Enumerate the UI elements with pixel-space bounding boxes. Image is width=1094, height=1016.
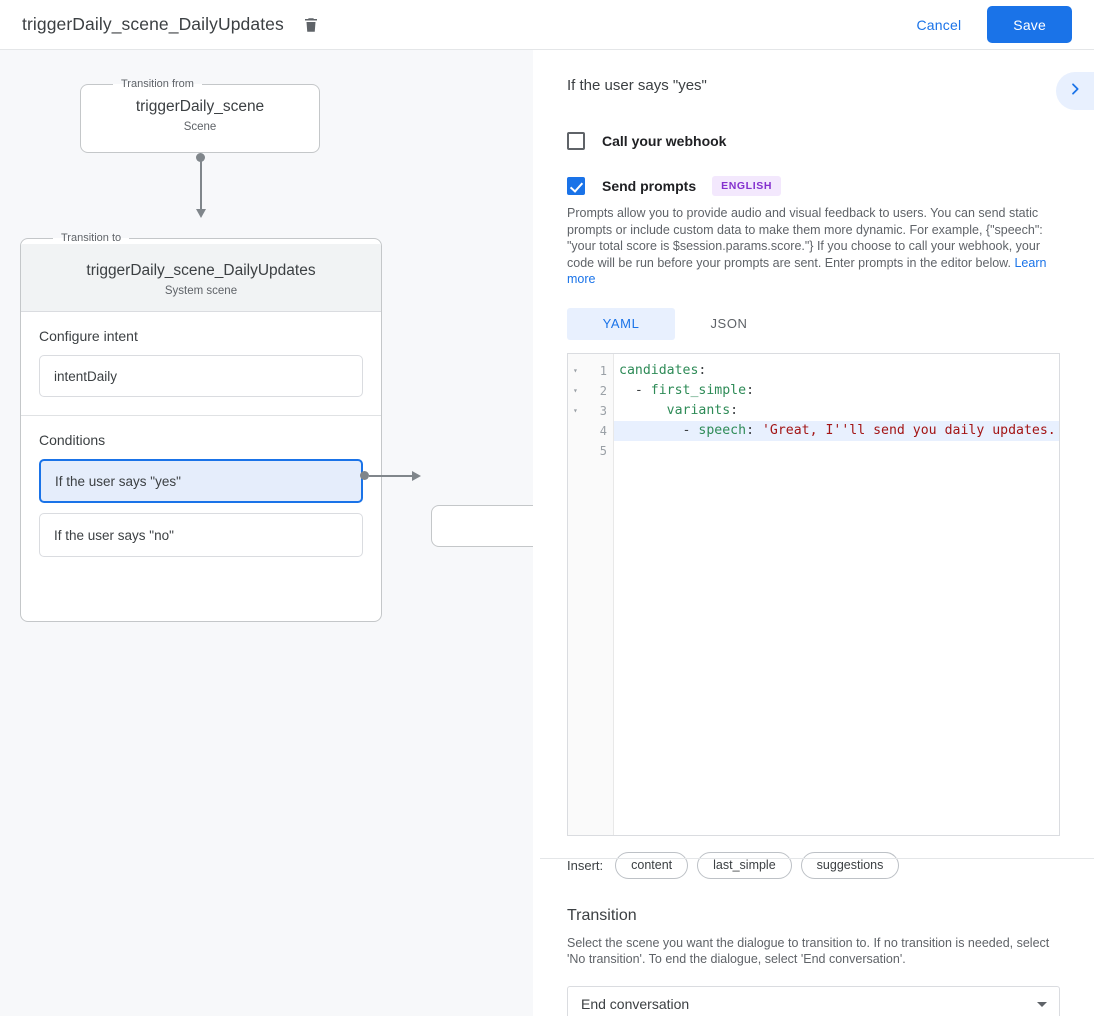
transition-help-text: Select the scene you want the dialogue t…	[567, 935, 1050, 967]
insert-chip-last-simple[interactable]: last_simple	[697, 851, 792, 879]
fold-toggle-icon[interactable]: ▾	[573, 365, 578, 375]
insert-chip-suggestions[interactable]: suggestions	[800, 851, 900, 879]
chevron-right-icon	[1067, 81, 1083, 102]
prompts-help-body: Prompts allow you to provide audio and v…	[567, 206, 1043, 270]
trash-icon	[302, 16, 320, 34]
editor-line-number: ▾1	[568, 361, 613, 381]
transition-from-title: triggerDaily_scene	[135, 98, 265, 115]
transition-to-title: triggerDaily_scene_DailyUpdates	[86, 262, 316, 279]
editor-format-tabs: YAML JSON	[567, 307, 1060, 340]
transition-target-node[interactable]	[431, 505, 533, 547]
conditions-section: Conditions If the user says "yes" If the…	[21, 415, 381, 575]
line-number-label: 5	[599, 443, 607, 458]
fold-toggle-icon[interactable]: ▾	[573, 385, 578, 395]
insert-chip-content[interactable]: content	[615, 851, 689, 879]
intent-field[interactable]: intentDaily	[39, 355, 363, 397]
delete-button[interactable]	[298, 12, 324, 38]
editor-line-number: 4	[568, 421, 613, 441]
editor-code-line[interactable]: - speech: 'Great, I''ll send you daily u…	[614, 420, 1059, 441]
details-panel-header: If the user says "yes"	[533, 72, 1094, 110]
transition-from-legend: Transition from	[121, 78, 194, 90]
send-prompts-checkbox[interactable]	[567, 177, 585, 195]
connector-arrow-right	[412, 471, 421, 481]
tab-yaml[interactable]: YAML	[567, 307, 675, 340]
insert-label: Insert:	[567, 857, 604, 873]
page-title: triggerDaily_scene_DailyUpdates	[22, 14, 284, 34]
condition-item-no[interactable]: If the user says "no"	[39, 513, 363, 557]
learn-more-link[interactable]: Learn more	[567, 255, 1047, 287]
details-panel-title: If the user says "yes"	[567, 77, 707, 94]
line-number-label: 1	[599, 363, 607, 378]
transition-from-subtitle: Scene	[183, 121, 217, 133]
top-app-bar: triggerDaily_scene_DailyUpdates Cancel S…	[0, 0, 1094, 50]
section-divider	[540, 858, 1094, 859]
editor-code-line[interactable]: candidates:	[619, 362, 707, 378]
configure-intent-label: Configure intent	[39, 328, 138, 344]
connector-dot-condition	[360, 471, 369, 480]
language-badge: ENGLISH	[712, 176, 781, 196]
conditions-label: Conditions	[39, 432, 106, 448]
transition-to-legend: Transition to	[61, 232, 122, 244]
editor-line-number: ▾3	[568, 401, 613, 421]
configure-intent-section: Configure intent intentDaily	[21, 312, 381, 415]
caret-down-icon	[1037, 1001, 1047, 1007]
editor-line-number: ▾2	[568, 381, 613, 401]
line-number-label: 2	[599, 383, 607, 398]
transition-to-header: triggerDaily_scene_DailyUpdates System s…	[21, 244, 381, 312]
transition-from-node[interactable]: Transition from triggerDaily_scene Scene	[80, 78, 320, 153]
line-number-label: 4	[599, 423, 607, 438]
webhook-checkbox[interactable]	[567, 132, 585, 150]
editor-code-line[interactable]: variants:	[666, 402, 739, 418]
connector-line-horizontal	[369, 475, 413, 477]
transition-section: Transition Select the scene you want the…	[533, 907, 1094, 1016]
transition-title: Transition	[567, 906, 637, 924]
collapse-panel-button[interactable]	[1056, 72, 1094, 110]
connector-line-vertical	[200, 157, 202, 211]
fold-toggle-icon[interactable]: ▾	[573, 405, 578, 415]
insert-chips-row: Insert: content last_simple suggestions	[567, 851, 1060, 879]
editor-code-line[interactable]: - first_simple:	[634, 382, 755, 398]
transition-select-value: End conversation	[581, 996, 690, 1012]
details-panel: If the user says "yes" Call your webhook…	[533, 50, 1094, 1016]
send-prompts-label: Send prompts	[602, 178, 697, 194]
webhook-label: Call your webhook	[602, 133, 727, 149]
prompts-row: Send prompts ENGLISH	[567, 176, 1060, 196]
transition-to-node[interactable]: Transition to triggerDaily_scene_DailyUp…	[20, 232, 382, 622]
editor-code-line[interactable]	[614, 441, 1059, 461]
line-number-label: 3	[599, 403, 607, 418]
condition-item-yes[interactable]: If the user says "yes"	[39, 459, 363, 503]
tab-json[interactable]: JSON	[710, 316, 748, 331]
transition-to-subtitle: System scene	[164, 285, 238, 297]
transition-select[interactable]: End conversation	[567, 985, 1060, 1016]
webhook-row: Call your webhook	[567, 132, 1060, 150]
editor-line-number: 5	[568, 441, 613, 461]
cancel-button[interactable]: Cancel	[905, 9, 974, 41]
connector-arrow-down	[196, 209, 206, 218]
prompts-help-text: Prompts allow you to provide audio and v…	[567, 205, 1060, 288]
editor-code-area[interactable]: candidates: - first_simple: variants: - …	[614, 354, 1059, 835]
save-button[interactable]: Save	[987, 6, 1072, 43]
scene-graph-canvas[interactable]: Transition from triggerDaily_scene Scene…	[0, 50, 533, 1016]
